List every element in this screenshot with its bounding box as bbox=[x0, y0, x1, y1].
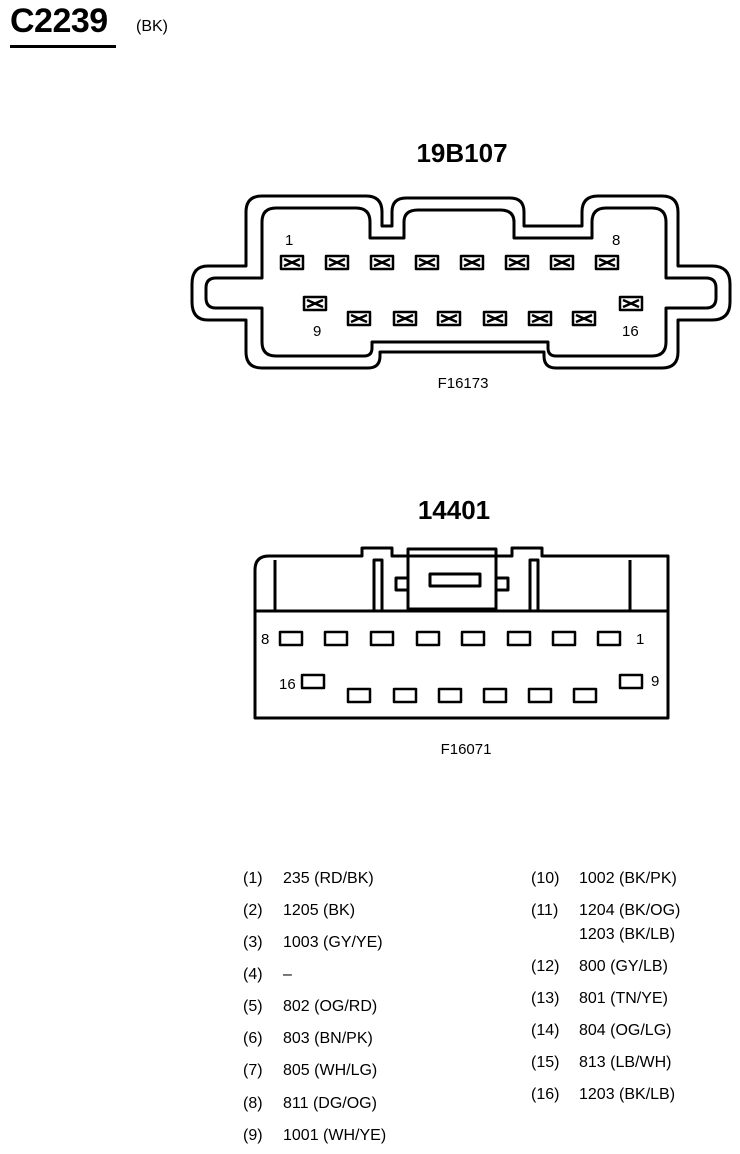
wire-info: 805 (WH/LG) bbox=[283, 1062, 378, 1079]
wire-info: 1002 (BK/PK) bbox=[579, 870, 677, 887]
wire-info: 1001 (WH/YE) bbox=[283, 1127, 387, 1144]
pin-number: (4) bbox=[243, 966, 263, 983]
terminal bbox=[437, 687, 463, 704]
pin-label-16: 16 bbox=[279, 676, 296, 693]
wire-info: 801 (TN/YE) bbox=[579, 990, 668, 1007]
wire-info: 804 (OG/LG) bbox=[579, 1022, 672, 1039]
terminal bbox=[346, 687, 372, 704]
terminals-row-bottom bbox=[300, 673, 644, 704]
wire-info: 813 (LB/WH) bbox=[579, 1054, 672, 1071]
part-number-14401: 14401 bbox=[418, 495, 490, 525]
terminal bbox=[302, 295, 328, 312]
wire-info: – bbox=[283, 966, 292, 983]
terminal bbox=[460, 630, 486, 647]
pin-label-9: 9 bbox=[651, 673, 659, 690]
latch-tab bbox=[428, 572, 482, 588]
terminal bbox=[392, 310, 418, 327]
terminal bbox=[482, 687, 508, 704]
latch-step-left bbox=[394, 576, 410, 592]
pin-number: (8) bbox=[243, 1095, 263, 1112]
pin-label-8: 8 bbox=[261, 631, 269, 648]
terminals-row-top bbox=[278, 630, 622, 647]
latch-step-right bbox=[494, 576, 510, 592]
pin-label-16: 16 bbox=[622, 323, 639, 340]
terminals-row-top bbox=[279, 254, 620, 271]
terminal bbox=[436, 310, 462, 327]
terminal bbox=[618, 295, 644, 312]
terminal bbox=[279, 254, 305, 271]
pin-label-8: 8 bbox=[612, 232, 620, 249]
pin-label-1: 1 bbox=[636, 631, 644, 648]
wire-info: 1003 (GY/YE) bbox=[283, 934, 383, 951]
terminal bbox=[549, 254, 575, 271]
terminal bbox=[392, 687, 418, 704]
connector-id: C2239 bbox=[10, 2, 108, 40]
pin-number: (16) bbox=[531, 1086, 560, 1103]
terminal bbox=[618, 673, 644, 690]
wire-info: 1204 (BK/OG) bbox=[579, 902, 681, 919]
terminal bbox=[506, 630, 532, 647]
pin-number: (14) bbox=[531, 1022, 560, 1039]
latch-left bbox=[372, 558, 384, 611]
wire-info: 803 (BN/PK) bbox=[283, 1030, 373, 1047]
pin-number: (12) bbox=[531, 958, 560, 975]
wire-info: 235 (RD/BK) bbox=[283, 870, 374, 887]
wire-info: 1205 (BK) bbox=[283, 902, 356, 919]
latch-center bbox=[406, 547, 498, 611]
housing-body bbox=[253, 546, 670, 720]
terminal bbox=[459, 254, 485, 271]
terminal bbox=[369, 630, 395, 647]
terminal bbox=[551, 630, 577, 647]
pin-number: (15) bbox=[531, 1054, 560, 1071]
figure-id-f16173: F16173 bbox=[438, 375, 489, 392]
wire-info-secondary: 1203 (BK/LB) bbox=[579, 926, 676, 943]
terminal bbox=[527, 310, 553, 327]
terminal bbox=[414, 254, 440, 271]
pin-number: (13) bbox=[531, 990, 560, 1007]
wire-info: 1203 (BK/LB) bbox=[579, 1086, 676, 1103]
terminal bbox=[527, 687, 553, 704]
pin-number: (11) bbox=[531, 902, 559, 919]
part-number-19b107: 19B107 bbox=[416, 138, 507, 168]
housing-outer bbox=[190, 194, 732, 370]
pin-label-1: 1 bbox=[285, 232, 293, 249]
pin-number: (5) bbox=[243, 998, 263, 1015]
terminal bbox=[572, 687, 598, 704]
connector-19b107: 19B107 1 8 9 bbox=[190, 138, 732, 392]
pin-number: (6) bbox=[243, 1030, 263, 1047]
pin-label-9: 9 bbox=[313, 323, 321, 340]
wire-info: 811 (DG/OG) bbox=[283, 1095, 377, 1112]
pin-number: (10) bbox=[531, 870, 560, 887]
terminal bbox=[504, 254, 530, 271]
terminals-row-bottom bbox=[302, 295, 644, 327]
terminal bbox=[324, 254, 350, 271]
terminal bbox=[482, 310, 508, 327]
connector-id-underline bbox=[10, 45, 116, 48]
pin-number: (9) bbox=[243, 1127, 263, 1144]
connector-color: (BK) bbox=[136, 18, 168, 35]
wire-info: 800 (GY/LB) bbox=[579, 958, 668, 975]
terminal bbox=[415, 630, 441, 647]
terminal bbox=[571, 310, 597, 327]
connector-14401: 14401 bbox=[253, 495, 670, 758]
terminal bbox=[369, 254, 395, 271]
terminal bbox=[300, 673, 326, 690]
terminal bbox=[278, 630, 304, 647]
terminal bbox=[323, 630, 349, 647]
pin-number: (1) bbox=[243, 870, 263, 887]
wire-info: 802 (OG/RD) bbox=[283, 998, 378, 1015]
figure-id-f16071: F16071 bbox=[441, 741, 492, 758]
terminal bbox=[594, 254, 620, 271]
pin-number: (7) bbox=[243, 1062, 263, 1079]
pin-number: (3) bbox=[243, 934, 263, 951]
latch-right bbox=[528, 558, 540, 611]
pin-number: (2) bbox=[243, 902, 263, 919]
terminal bbox=[346, 310, 372, 327]
terminal bbox=[596, 630, 622, 647]
housing-inner bbox=[204, 206, 718, 358]
